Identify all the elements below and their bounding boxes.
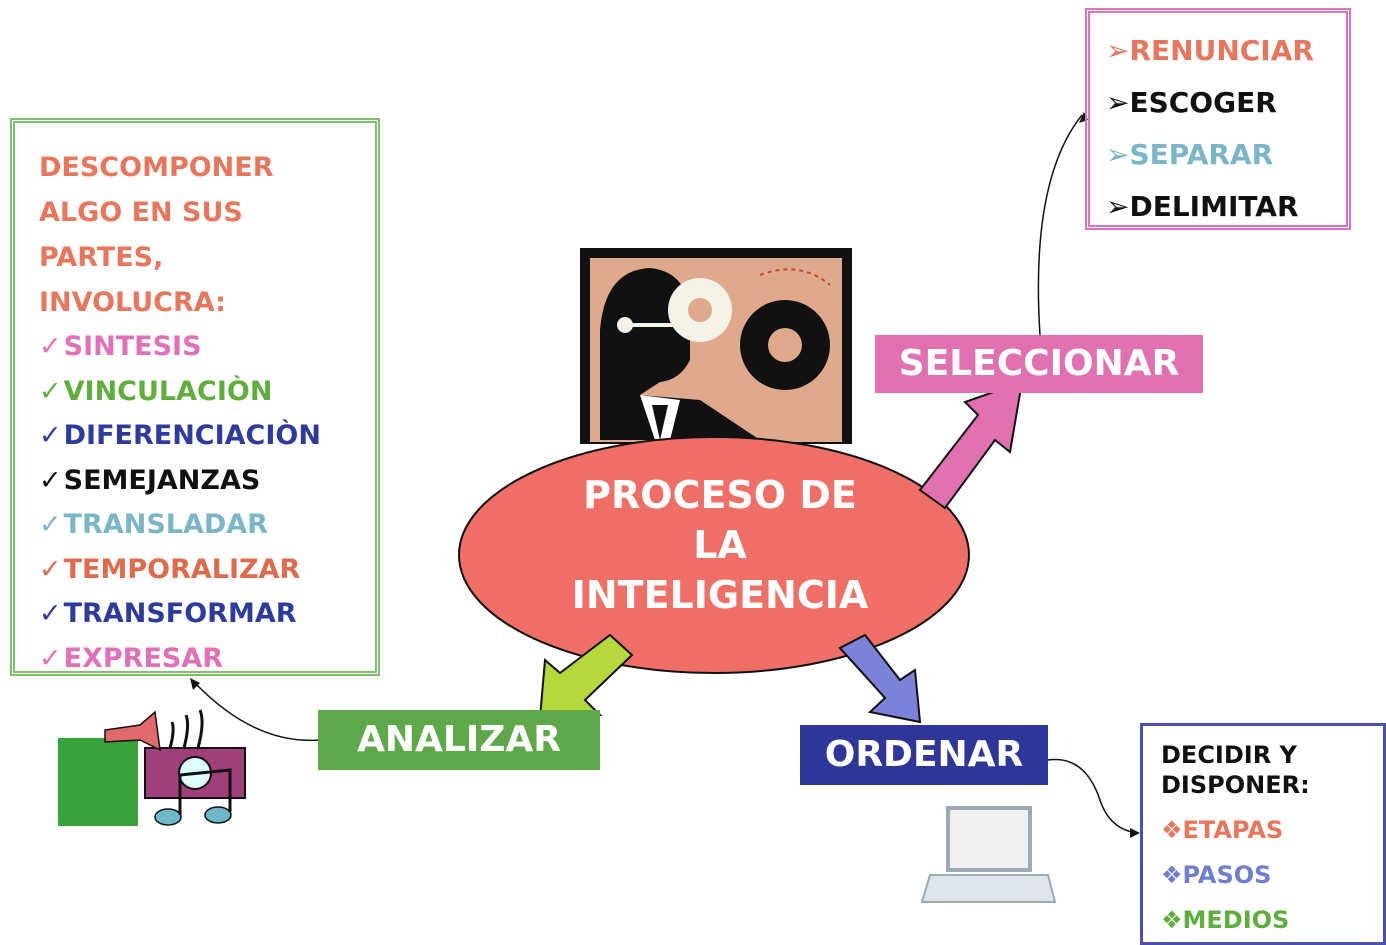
check-icon: ✓: [39, 420, 62, 451]
seleccionar-item: ➢RENUNCIAR: [1106, 25, 1346, 77]
analizar-item: ✓SINTESIS: [39, 325, 375, 370]
analizar-intro-line: INVOLUCRA:: [39, 287, 226, 318]
center-title-line: LA: [693, 523, 747, 567]
seleccionar-item: ➢DELIMITAR: [1106, 181, 1346, 233]
analizar-item: ✓TEMPORALIZAR: [39, 548, 375, 593]
analizar-item: ✓SEMEJANZAS: [39, 459, 375, 504]
analizar-label: ANALIZAR: [318, 710, 600, 770]
check-icon: ✓: [39, 509, 62, 540]
analizar-item: ✓TRANSFORMAR: [39, 592, 375, 637]
seleccionar-item-label: SEPARAR: [1129, 138, 1274, 171]
center-ellipse: [458, 436, 970, 674]
ordenar-item-label: MEDIOS: [1182, 906, 1290, 934]
ordenar-item-label: ETAPAS: [1182, 816, 1284, 844]
center-title-line: PROCESO DE: [583, 473, 857, 517]
seleccionar-label: SELECCIONAR: [875, 335, 1203, 393]
analizar-box: DESCOMPONER ALGO EN SUS PARTES, INVOLUCR…: [10, 118, 380, 676]
arrowhead-bullet-icon: ➢: [1106, 138, 1130, 171]
seleccionar-list: ➢RENUNCIAR ➢ESCOGER ➢SEPARAR ➢DELIMITAR: [1106, 25, 1346, 233]
analizar-list: ✓SINTESIS ✓VINCULACIÒN ✓DIFERENCIACIÒN ✓…: [39, 325, 375, 681]
analizar-item: ✓EXPRESAR: [39, 637, 375, 682]
ordenar-item: ❖MEDIOS: [1161, 898, 1383, 943]
ordenar-list: ❖ETAPAS ❖PASOS ❖MEDIOS: [1161, 808, 1383, 943]
analizar-intro-line: DESCOMPONER: [39, 152, 274, 183]
seleccionar-item: ➢SEPARAR: [1106, 129, 1346, 181]
analizar-item: ✓VINCULACIÒN: [39, 370, 375, 415]
ordenar-label: ORDENAR: [800, 725, 1048, 785]
diamond-bullet-icon: ❖: [1161, 816, 1183, 844]
laptop-clipart: [920, 806, 1057, 903]
check-icon: ✓: [39, 553, 62, 585]
arrow-to-ordenar: [838, 633, 922, 724]
analizar-item-label: DIFERENCIACIÒN: [63, 420, 321, 451]
analizar-item-label: VINCULACIÒN: [63, 375, 273, 407]
ordenar-item-label: PASOS: [1182, 861, 1272, 889]
check-icon: ✓: [39, 331, 62, 362]
diamond-bullet-icon: ❖: [1161, 906, 1183, 934]
center-title: PROCESO DE LA INTELIGENCIA: [520, 470, 920, 620]
check-icon: ✓: [39, 375, 62, 407]
music-clipart: [58, 709, 246, 826]
analizar-item-label: EXPRESAR: [63, 642, 224, 674]
analizar-item-label: SEMEJANZAS: [63, 464, 261, 496]
seleccionar-item-label: RENUNCIAR: [1129, 34, 1314, 67]
center-title-line: INTELIGENCIA: [571, 573, 869, 617]
seleccionar-item-label: ESCOGER: [1129, 86, 1277, 119]
analizar-item: ✓DIFERENCIACIÒN: [39, 414, 375, 459]
analizar-item-label: SINTESIS: [63, 331, 202, 362]
check-icon: ✓: [39, 642, 62, 674]
analizar-item-label: TRANSFORMAR: [63, 598, 297, 629]
ordenar-intro-line: DISPONER:: [1161, 771, 1310, 799]
thinker-gears-image: [580, 248, 852, 444]
ordenar-intro-line: DECIDIR Y: [1161, 741, 1297, 769]
analizar-item-label: TEMPORALIZAR: [63, 553, 301, 585]
arrowhead-bullet-icon: ➢: [1106, 34, 1130, 67]
connector-ordenar-box: [1047, 758, 1139, 834]
connector-seleccionar-box: [1037, 114, 1083, 336]
analizar-intro-line: ALGO EN SUS: [39, 197, 243, 228]
arrowhead-bullet-icon: ➢: [1106, 86, 1130, 119]
check-icon: ✓: [39, 464, 62, 496]
analizar-intro-line: PARTES,: [39, 242, 164, 273]
seleccionar-item-label: DELIMITAR: [1129, 190, 1299, 223]
analizar-item-label: TRANSLADAR: [63, 509, 268, 540]
connector-analizar-leftbox: [194, 682, 321, 742]
analizar-item: ✓TRANSLADAR: [39, 503, 375, 548]
ordenar-box: DECIDIR Y DISPONER: ❖ETAPAS ❖PASOS ❖MEDI…: [1140, 723, 1386, 945]
seleccionar-item: ➢ESCOGER: [1106, 77, 1346, 129]
check-icon: ✓: [39, 598, 62, 629]
diamond-bullet-icon: ❖: [1161, 861, 1183, 889]
arrow-to-seleccionar: [918, 380, 1024, 510]
ordenar-item: ❖PASOS: [1161, 853, 1383, 898]
ordenar-item: ❖ETAPAS: [1161, 808, 1383, 853]
arrowhead-bullet-icon: ➢: [1106, 190, 1130, 223]
seleccionar-box: ➢RENUNCIAR ➢ESCOGER ➢SEPARAR ➢DELIMITAR: [1085, 8, 1351, 230]
